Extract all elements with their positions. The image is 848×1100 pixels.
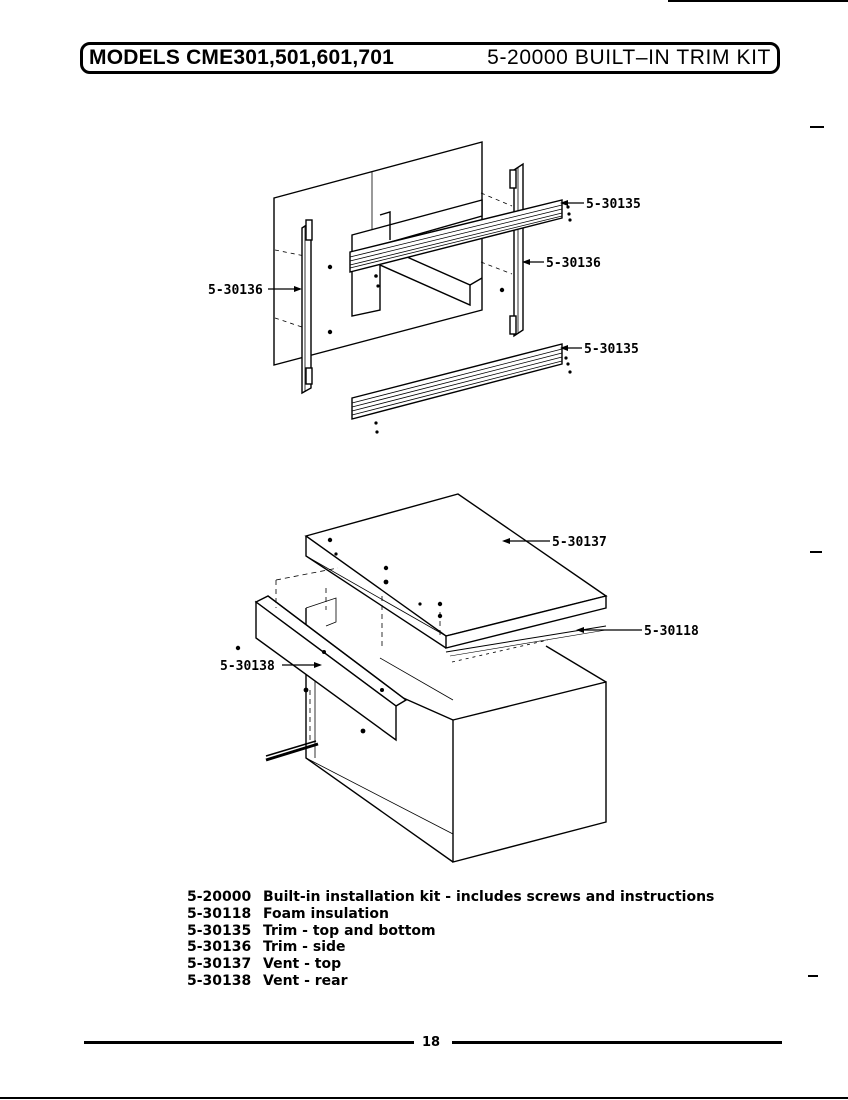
callout-trim-top-upper: 5-30135	[586, 197, 641, 212]
callout-vent-rear: 5-30138	[220, 659, 275, 674]
leader-lines	[268, 200, 642, 668]
top-vent	[304, 493, 608, 663]
part-description: Vent - rear	[263, 972, 348, 989]
parts-list-row: 5-20000 Built-in installation kit - incl…	[187, 889, 714, 906]
trim-bottom	[351, 343, 563, 420]
part-description: Trim - side	[263, 939, 346, 956]
callout-trim-side-left: 5-30136	[208, 283, 263, 298]
part-code: 5-30135	[187, 922, 252, 939]
margin-mark	[810, 126, 824, 128]
callout-vent-top: 5-30137	[552, 535, 607, 550]
parts-list-row: 5-30135 Trim - top and bottom	[187, 923, 714, 940]
kit-title: 5-20000 BUILT–IN TRIM KIT	[487, 46, 771, 69]
part-description: Built-in installation kit - includes scr…	[263, 889, 715, 905]
margin-mark	[808, 975, 818, 977]
page-header: MODELS CME301,501,601,701 5-20000 BUILT–…	[80, 42, 780, 74]
part-code: 5-30118	[187, 905, 252, 922]
part-description: Vent - top	[263, 956, 342, 973]
part-code: 5-20000	[187, 889, 252, 905]
parts-list-row: 5-30137 Vent - top	[187, 956, 714, 973]
lower-screws	[235, 537, 443, 734]
upper-screws	[327, 205, 572, 434]
part-description: Foam insulation	[263, 905, 389, 922]
callout-trim-side-right: 5-30136	[546, 256, 601, 271]
footer-rule-left	[84, 1041, 414, 1044]
side-trim-right	[509, 162, 524, 338]
bottom-rule	[0, 1097, 848, 1099]
page-number: 18	[421, 1035, 441, 1050]
part-description: Trim - top and bottom	[263, 922, 436, 939]
margin-mark	[810, 551, 822, 553]
top-rule	[668, 0, 848, 2]
parts-list: 5-20000 Built-in installation kit - incl…	[187, 889, 714, 990]
footer-rule-right	[452, 1041, 782, 1044]
alignment-guides	[275, 567, 441, 740]
parts-list-row: 5-30118 Foam insulation	[187, 906, 714, 923]
trim-top	[349, 199, 563, 273]
side-trim-left	[301, 219, 313, 395]
parts-list-row: 5-30138 Vent - rear	[187, 973, 714, 990]
models-title: MODELS CME301,501,601,701	[89, 46, 394, 69]
callout-trim-bottom-lower: 5-30135	[584, 342, 639, 357]
parts-list-row: 5-30136 Trim - side	[187, 939, 714, 956]
part-code: 5-30136	[187, 939, 252, 956]
part-code: 5-30137	[187, 956, 252, 973]
power-cord	[265, 740, 319, 762]
rear-vent	[254, 595, 408, 742]
callout-foam-insulation: 5-30118	[644, 624, 699, 639]
part-code: 5-30138	[187, 972, 252, 989]
